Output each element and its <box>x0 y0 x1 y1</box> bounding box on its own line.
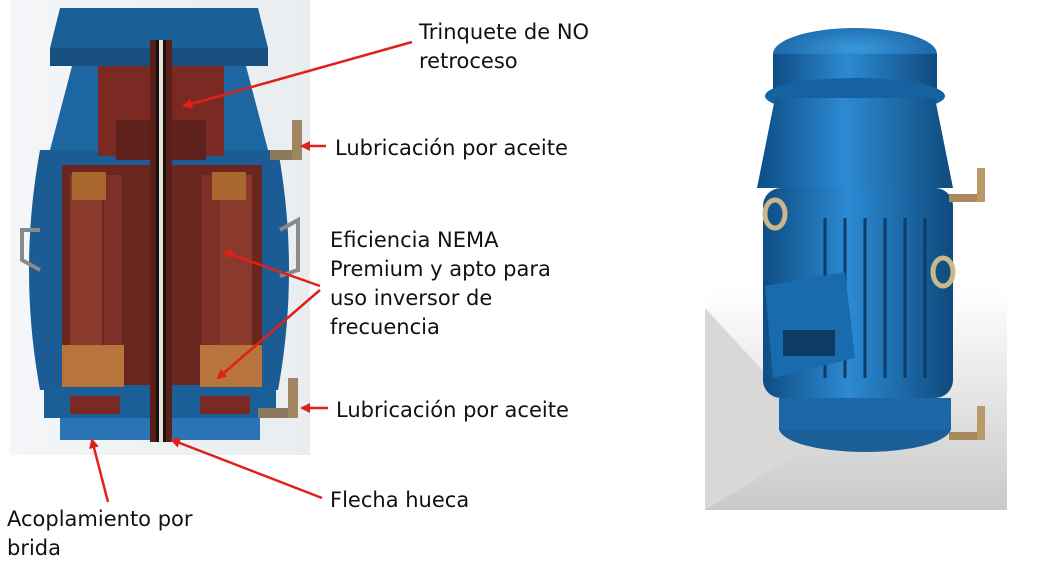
label-flecha: Flecha hueca <box>330 486 469 515</box>
label-line: Acoplamiento por <box>7 507 193 531</box>
label-line: uso inversor de <box>330 286 493 310</box>
label-eficiencia: Eficiencia NEMA Premium y apto para uso … <box>330 226 551 342</box>
arrow-trinquete <box>182 40 413 109</box>
label-line: brida <box>7 536 61 560</box>
arrow-eficiencia-1 <box>222 249 321 288</box>
label-line: Trinquete de NO <box>419 20 590 44</box>
label-line: Lubricación por aceite <box>335 136 568 160</box>
label-trinquete: Trinquete de NO retroceso <box>419 18 589 76</box>
label-line: Lubricación por aceite <box>336 398 569 422</box>
label-line: Flecha hueca <box>330 488 470 512</box>
motor-cutaway-illustration <box>10 0 310 455</box>
label-acoplamiento: Acoplamiento por brida <box>7 505 193 563</box>
label-line: Eficiencia NEMA <box>330 228 499 252</box>
label-line: Premium y apto para <box>330 257 551 281</box>
arrow-eficiencia-2 <box>216 289 321 380</box>
label-line: frecuencia <box>330 315 440 339</box>
arrow-acoplamiento <box>89 438 110 503</box>
label-lubricacion-inferior: Lubricación por aceite <box>336 396 569 425</box>
motor-3d-render <box>705 18 1007 510</box>
arrow-flecha <box>170 438 323 500</box>
label-line: retroceso <box>419 49 518 73</box>
label-lubricacion-superior: Lubricación por aceite <box>335 134 568 163</box>
